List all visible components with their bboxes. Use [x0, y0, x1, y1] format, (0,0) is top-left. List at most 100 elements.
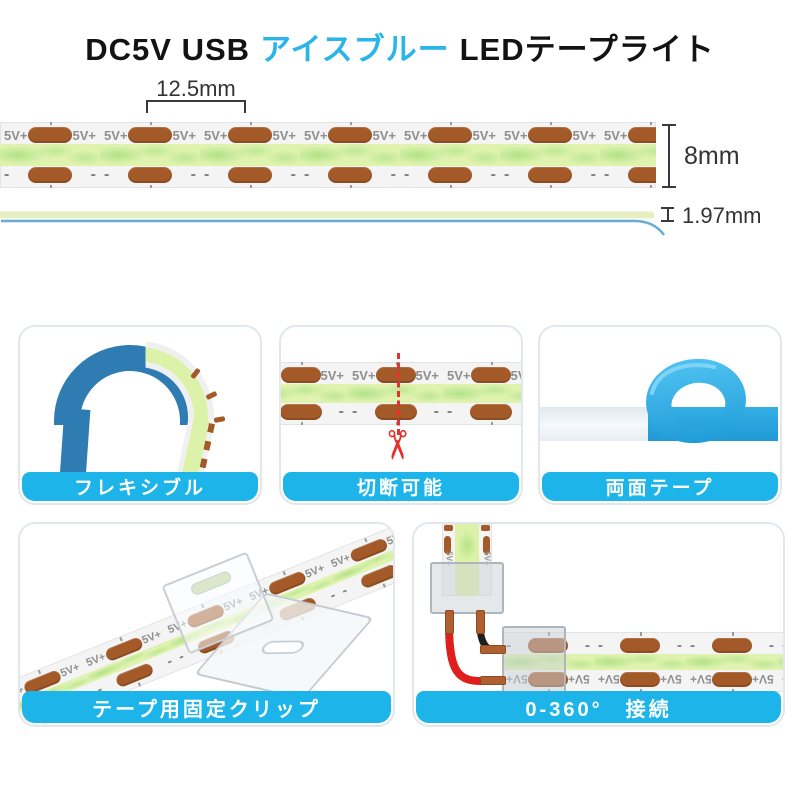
strip-label: 5V+ — [690, 672, 712, 686]
solder-pad — [128, 167, 172, 188]
cob-led-band — [502, 654, 783, 670]
strip-label: - — [504, 166, 510, 183]
strip-label: - — [690, 636, 695, 654]
solder-pad — [28, 167, 72, 188]
feature-card-flexible: フレキシブル — [18, 325, 262, 505]
solder-pad — [128, 122, 172, 143]
strip-label: - — [304, 166, 310, 183]
feature-card-connection: 5V+ 5V+ ----------5V+5V+5V+5V+5V+5V+5V+5… — [412, 522, 785, 727]
connector-pin — [445, 610, 454, 634]
strip-label: 5V+ — [604, 127, 628, 143]
strip-label: - — [327, 586, 338, 603]
feature-card-cuttable: 5V+5V+5V+5V+5V+5V+5V+5V+5V+5V+----------… — [279, 325, 523, 505]
strip-label: 5V+ — [510, 367, 522, 383]
strip-label: - — [390, 166, 396, 183]
solder-pad — [281, 404, 322, 425]
solder-pad — [228, 167, 272, 188]
strip-contact-row: ---------- — [281, 403, 521, 425]
solder-pad — [712, 632, 752, 653]
strip-label: - — [604, 166, 610, 183]
clip-screw-slot — [258, 640, 307, 655]
strip-label: - — [18, 713, 24, 727]
strip-label: - — [4, 166, 10, 183]
strip-label: 5V+ — [598, 672, 620, 686]
strip-label: 5V+ — [782, 672, 783, 686]
led-strip-top-view: 5V+5V+5V+5V+5V+5V+5V+5V+5V+5V+5V+5V+5V+5… — [0, 122, 656, 188]
solder-pad — [328, 167, 372, 188]
strip-connector-vertical — [430, 562, 504, 614]
feature-card-tape: 両面テープ — [538, 325, 782, 505]
strip-label: 5V+ — [568, 672, 590, 686]
strip-contact-row: ---------------- — [0, 166, 656, 188]
feature-label-clip: テープ用固定クリップ — [22, 691, 391, 723]
strip-label: - — [339, 581, 350, 599]
solder-pad — [483, 536, 490, 554]
title-highlight: アイスブルー — [260, 32, 450, 67]
pitch-dimension-label: 12.5mm — [156, 76, 236, 101]
cut-line — [397, 353, 400, 435]
strip-label: 5V+ — [172, 127, 197, 143]
strip-label: - — [590, 166, 596, 183]
solder-pad — [712, 671, 752, 692]
strip-label: 5V+ — [504, 127, 528, 143]
connector-pin — [476, 610, 485, 634]
strip-label: 5V+ — [272, 127, 297, 143]
scissors-icon: ✂ — [373, 428, 418, 462]
page-title: DC5V USB アイスブルー LEDテープライト — [0, 24, 800, 69]
solder-pad — [444, 536, 451, 554]
strip-label: 5V+ — [320, 367, 345, 383]
strip-label: 5V+ — [660, 672, 682, 686]
strip-label: 5V+ — [752, 672, 774, 686]
tape-release-liner — [540, 407, 668, 441]
strip-label: 5V+ — [72, 127, 97, 143]
strip-connector-horizontal — [502, 626, 566, 698]
strip-label: - — [433, 403, 439, 420]
solder-pad — [428, 167, 472, 188]
strip-contact-row: 5V+5V+5V+5V+5V+5V+5V+5V+5V+5V+ — [281, 362, 522, 384]
strip-label: 5V+ — [472, 127, 497, 143]
solder-pad — [628, 167, 656, 188]
strip-label: - — [164, 652, 175, 669]
led-strip-cut-view: 5V+5V+5V+5V+5V+5V+5V+5V+5V+5V+---------- — [281, 362, 522, 425]
connector-pin — [480, 645, 506, 654]
width-dimension-label: 8mm — [684, 142, 740, 170]
strip-label: 5V+ — [104, 127, 128, 143]
strip-label: - — [490, 166, 496, 183]
solder-pad — [228, 122, 272, 143]
strip-contact-row: 5V+5V+5V+5V+5V+5V+5V+5V+5V+5V+5V+5V+5V+5… — [0, 122, 656, 144]
strip-label: 5V+ — [352, 367, 376, 383]
solder-pad — [528, 167, 572, 188]
solder-pad — [328, 122, 372, 143]
cob-led-band — [281, 384, 521, 403]
strip-label: - — [204, 166, 210, 183]
strip-label: 5V+ — [204, 127, 228, 143]
solder-pad — [444, 525, 453, 531]
solder-pad — [620, 632, 660, 653]
solder-pad — [469, 404, 512, 425]
strip-label: - — [677, 636, 682, 654]
strip-label: 5V+ — [572, 127, 597, 143]
strip-label: - — [352, 403, 358, 420]
side-view-adhesive-layer — [1, 219, 666, 236]
width-dimension-bracket — [662, 124, 676, 188]
feature-label-connection: 0-360° 接続 — [416, 691, 781, 723]
feature-label-flexible: フレキシブル — [22, 472, 258, 501]
solder-pad — [528, 122, 572, 143]
strip-label: 5V+ — [404, 127, 428, 143]
strip-label: - — [769, 636, 774, 654]
strip-label: 5V+ — [447, 367, 471, 383]
strip-label: - — [447, 403, 453, 420]
strip-label: - — [598, 636, 603, 654]
strip-label: 5V+ — [372, 127, 397, 143]
led-strip-side-view — [0, 211, 654, 220]
connector-pin — [480, 676, 506, 685]
feature-label-tape: 両面テープ — [542, 472, 778, 501]
strip-front-arch — [145, 335, 230, 480]
tape-roll-illustration — [646, 358, 746, 444]
red-wire — [445, 620, 488, 686]
title-suffix: LEDテープライト — [459, 32, 715, 67]
solder-pad — [470, 362, 511, 383]
strip-label: 5V+ — [4, 127, 28, 143]
solder-pad — [28, 122, 72, 143]
title-prefix: DC5V USB — [85, 32, 251, 67]
